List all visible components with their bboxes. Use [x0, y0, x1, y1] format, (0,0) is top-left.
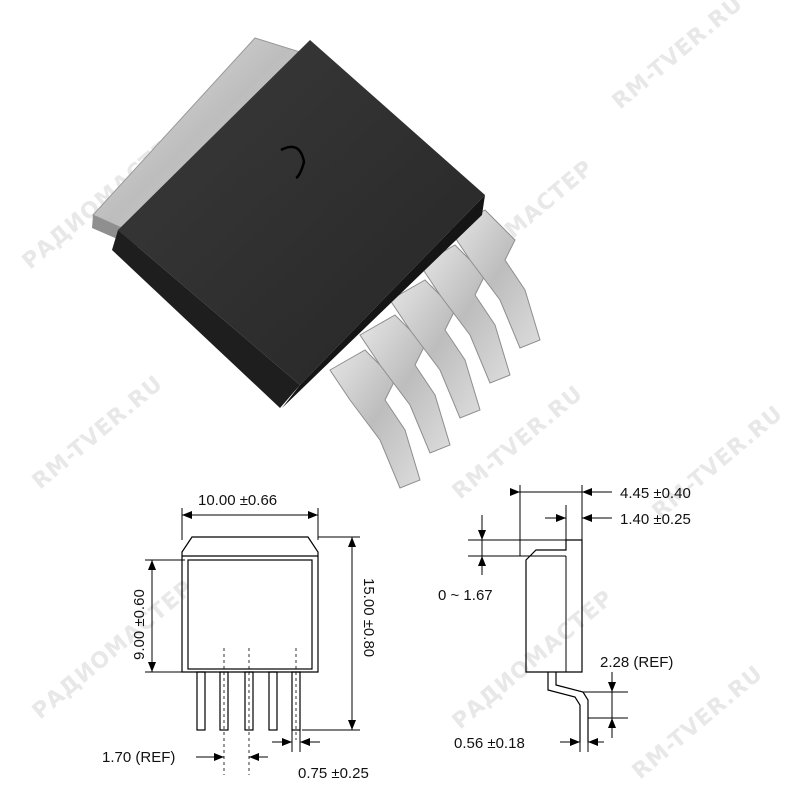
dim-lead-length-label: 2.28 (REF) — [600, 654, 673, 671]
watermark-text: RM-TVER.RU — [628, 661, 768, 784]
package-body-top — [118, 40, 485, 385]
dim-standoff-label: 0 ~ 1.67 — [438, 587, 493, 604]
side-view-drawing: 4.45 ±0.40 1.40 ±0.25 0 ~ 1.67 2.28 (REF… — [438, 485, 691, 752]
dim-depth-label: 4.45 ±0.40 — [620, 485, 691, 502]
watermark-text: RM-TVER.RU — [28, 371, 168, 494]
side-lead — [547, 672, 589, 742]
dim-tab-thickness-label: 1.40 ±0.25 — [620, 511, 691, 528]
dim-body-height-label: 9.00 ±0.60 — [131, 589, 148, 660]
logo-mark — [280, 145, 306, 180]
front-leads — [196, 671, 301, 731]
dim-width-label: 10.00 ±0.66 — [198, 492, 277, 509]
dim-pitch-label: 1.70 (REF) — [102, 749, 175, 766]
leads — [329, 209, 541, 489]
lead — [268, 671, 278, 731]
watermark-text: RM-TVER.RU — [608, 0, 748, 115]
dim-lead-width-label: 0.75 ±0.25 — [298, 765, 369, 782]
package-body-front — [112, 230, 300, 408]
dim-lead-thickness-label: 0.56 ±0.18 — [454, 735, 525, 752]
front-view-drawing: 10.00 ±0.66 9.00 ±0.60 15.00 ±0.80 1.70 … — [102, 492, 377, 782]
watermark-text: RM-TVER.RU — [648, 401, 788, 524]
side-body-outline — [525, 539, 583, 673]
front-body-window — [187, 559, 313, 670]
front-body-outline — [181, 536, 319, 673]
dim-total-height-label: 15.00 ±0.80 — [360, 578, 377, 657]
package-3d-render — [92, 37, 541, 489]
lead — [196, 671, 206, 731]
package-body-side — [282, 195, 485, 408]
watermark-text: РАДИОМАСТЕР — [28, 576, 199, 725]
lead — [449, 209, 541, 349]
watermark-text: РАДИОМАСТЕР — [448, 586, 619, 735]
